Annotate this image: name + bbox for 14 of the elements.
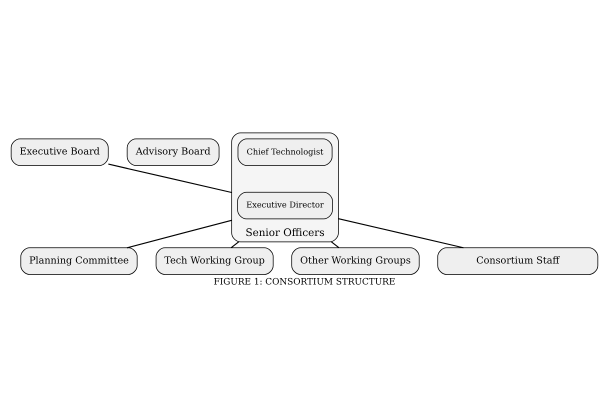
node-box: Tech Working Group xyxy=(156,247,274,275)
connector xyxy=(126,220,232,248)
node-box: Advisory Board xyxy=(126,138,220,166)
node-box: Chief Technologist xyxy=(238,138,332,166)
connector xyxy=(230,241,240,248)
caption: FIGURE 1: CONSORTIUM STRUCTURE xyxy=(214,278,396,288)
node-box: Other Working Groups xyxy=(291,247,420,275)
connector xyxy=(331,241,340,248)
node-box: Executive Board xyxy=(10,138,109,166)
connector xyxy=(338,218,464,248)
node-box: Planning Committee xyxy=(20,247,138,275)
connector xyxy=(108,164,232,194)
node-box: Executive Director xyxy=(237,192,333,220)
node-box: Consortium Staff xyxy=(437,247,598,275)
